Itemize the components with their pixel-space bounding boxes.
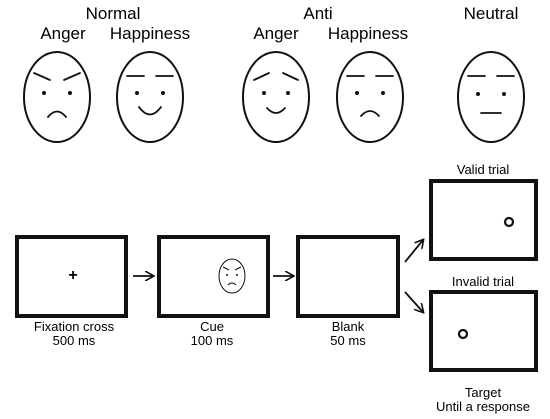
valid-trial-label: Valid trial <box>456 162 510 177</box>
anti-heading: Anti <box>303 4 333 23</box>
neutral-heading: Neutral <box>463 4 519 23</box>
fixation-duration: 500 ms <box>52 333 96 348</box>
anti-happiness-label: Happiness <box>327 24 409 43</box>
fixation-screen: + <box>15 235 128 318</box>
anti-anger-face <box>242 51 310 143</box>
cue-angry-face-icon <box>218 258 246 294</box>
invalid-target-screen <box>429 290 538 372</box>
neutral-face <box>457 51 525 143</box>
valid-target-screen <box>429 179 538 261</box>
normal-heading: Normal <box>85 4 141 23</box>
normal-anger-face <box>23 51 91 143</box>
invalid-trial-label: Invalid trial <box>451 274 515 289</box>
blank-screen <box>296 235 400 318</box>
fixation-cross-icon: + <box>68 267 78 284</box>
cue-screen <box>157 235 270 318</box>
arrow-blank-to-valid <box>404 240 423 263</box>
target-duration: Until a response <box>436 399 530 414</box>
cue-duration: 100 ms <box>190 333 234 348</box>
normal-happiness-face <box>116 51 184 143</box>
invalid-target-circle <box>457 328 469 340</box>
normal-happiness-label: Happiness <box>109 24 191 43</box>
blank-label: Blank <box>331 319 365 334</box>
target-label: Target <box>464 385 502 400</box>
normal-anger-label: Anger <box>40 24 86 43</box>
arrow-blank-to-invalid <box>404 291 423 312</box>
cue-label: Cue <box>200 319 224 334</box>
anti-happiness-face <box>336 51 404 143</box>
fixation-label: Fixation cross <box>33 319 115 334</box>
anti-anger-label: Anger <box>253 24 299 43</box>
blank-duration: 50 ms <box>330 333 366 348</box>
valid-target-circle <box>503 216 515 228</box>
